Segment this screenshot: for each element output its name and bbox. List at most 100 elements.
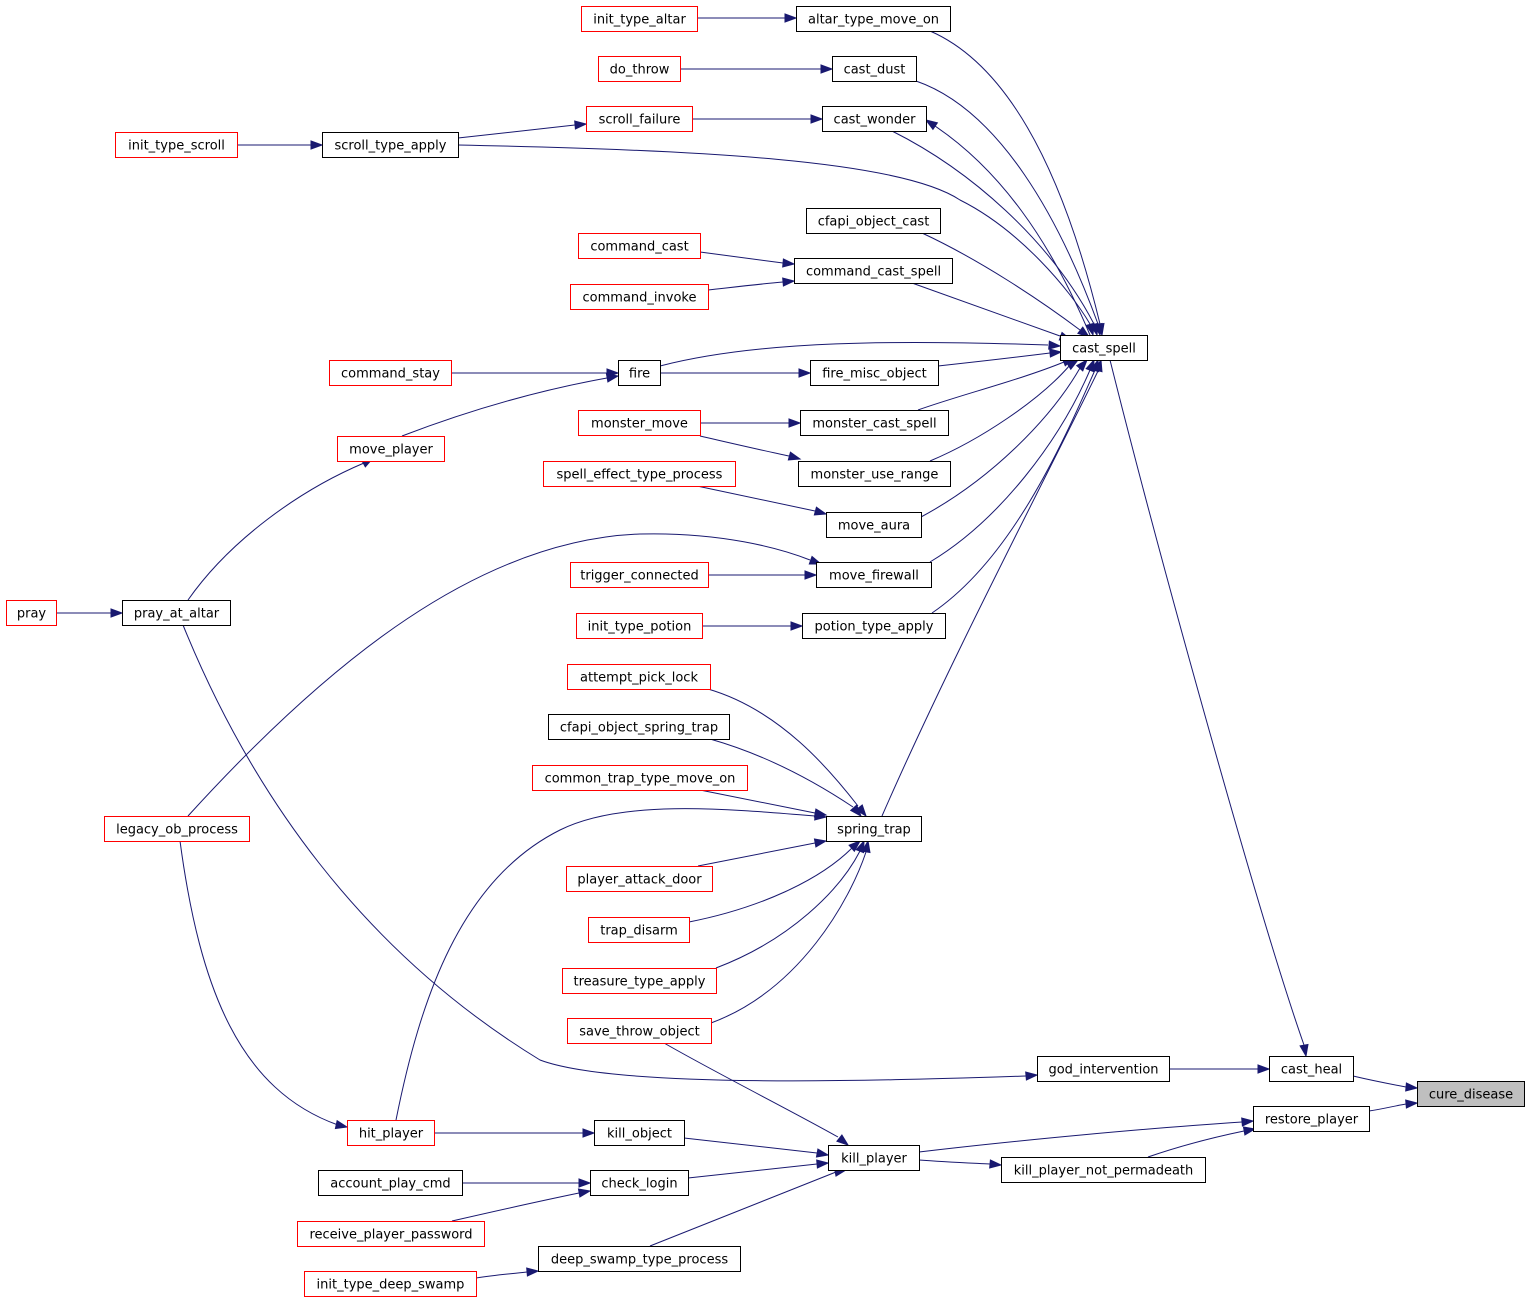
- node-monster-use-range[interactable]: monster_use_range: [798, 461, 951, 487]
- arrowhead: [605, 373, 620, 383]
- node-box: [548, 714, 730, 740]
- arrowhead: [582, 1128, 596, 1138]
- node-monster-cast-spell[interactable]: monster_cast_spell: [800, 410, 949, 436]
- node-box: [322, 132, 459, 158]
- node-command-stay[interactable]: command_stay: [329, 360, 452, 386]
- node-cfapi-object-spring-trap[interactable]: cfapi_object_spring_trap: [548, 714, 730, 740]
- node-save-throw-object[interactable]: save_throw_object: [567, 1018, 712, 1044]
- node-do-throw[interactable]: do_throw: [598, 56, 681, 82]
- arrowhead: [782, 277, 796, 287]
- edge-init_type_altar-to-altar_type_move_on: [697, 13, 798, 23]
- node-cast-wonder[interactable]: cast_wonder: [822, 106, 927, 132]
- node-label: hit_player: [359, 1127, 424, 1142]
- node-god-intervention[interactable]: god_intervention: [1037, 1056, 1170, 1082]
- edge-line: [187, 533, 811, 817]
- node-box: [578, 233, 701, 259]
- node-restore-player[interactable]: restore_player: [1253, 1106, 1370, 1132]
- arrowhead: [836, 1134, 850, 1146]
- node-kill-player-not-permadeath[interactable]: kill_player_not_permadeath: [1001, 1157, 1206, 1183]
- node-label: cast_wonder: [834, 113, 917, 128]
- node-cast-heal[interactable]: cast_heal: [1269, 1056, 1354, 1082]
- arrowhead: [1093, 358, 1103, 373]
- edge-scroll_type_apply-to-cast_spell: [457, 144, 1095, 337]
- node-hit-player[interactable]: hit_player: [347, 1120, 435, 1146]
- node-kill-player[interactable]: kill_player: [828, 1145, 920, 1171]
- node-move-player[interactable]: move_player: [337, 436, 445, 462]
- node-box: [104, 816, 250, 842]
- node-command-cast-spell[interactable]: command_cast_spell: [794, 258, 953, 284]
- node-box: [806, 208, 941, 234]
- node-monster-move[interactable]: monster_move: [578, 410, 701, 436]
- node-altar-type-move-on[interactable]: altar_type_move_on: [796, 6, 951, 32]
- edge-layer: [56, 13, 1419, 1279]
- arrowhead: [526, 1267, 540, 1277]
- node-legacy-ob-process[interactable]: legacy_ob_process: [104, 816, 250, 842]
- node-receive-player-password[interactable]: receive_player_password: [297, 1221, 485, 1247]
- node-label: cast_heal: [1281, 1063, 1342, 1078]
- node-trap-disarm[interactable]: trap_disarm: [588, 917, 690, 943]
- edge-altar_type_move_on-to-cast_spell: [929, 30, 1105, 337]
- node-box: [800, 410, 949, 436]
- node-cfapi-object-cast[interactable]: cfapi_object_cast: [806, 208, 941, 234]
- edge-fire-to-cast_spell: [659, 340, 1062, 367]
- node-player-attack-door[interactable]: player_attack_door: [566, 866, 713, 892]
- node-box: [816, 562, 932, 588]
- edge-scroll_failure-to-cast_wonder: [692, 114, 824, 124]
- node-box: [538, 1246, 741, 1272]
- edge-command_stay-to-fire: [451, 368, 620, 378]
- node-kill-object[interactable]: kill_object: [594, 1120, 685, 1146]
- node-label: player_attack_door: [577, 873, 702, 888]
- node-cast-spell[interactable]: cast_spell: [1060, 335, 1148, 361]
- node-common-trap-type-move-on[interactable]: common_trap_type_move_on: [532, 765, 748, 791]
- node-spring-trap[interactable]: spring_trap: [826, 816, 922, 842]
- node-init-type-deep-swamp[interactable]: init_type_deep_swamp: [304, 1271, 477, 1297]
- node-init-type-scroll[interactable]: init_type_scroll: [115, 132, 238, 158]
- node-pray[interactable]: pray: [6, 600, 57, 626]
- arrowhead: [849, 804, 862, 818]
- node-deep-swamp-type-process[interactable]: deep_swamp_type_process: [538, 1246, 741, 1272]
- edge-line: [715, 850, 861, 969]
- edge-kill_player-to-kill_player_not_permadeath: [918, 1159, 1003, 1169]
- arrowhead: [1065, 359, 1080, 371]
- node-move-firewall[interactable]: move_firewall: [816, 562, 932, 588]
- node-cure-disease[interactable]: cure_disease: [1417, 1081, 1525, 1107]
- node-label: fire: [629, 367, 650, 382]
- node-fire-misc-object[interactable]: fire_misc_object: [810, 360, 939, 386]
- node-box: [122, 600, 231, 626]
- edge-line: [918, 1159, 991, 1165]
- arrowhead: [110, 608, 124, 618]
- edge-command_cast-to-command_cast_spell: [699, 251, 796, 268]
- node-check-login[interactable]: check_login: [590, 1170, 689, 1196]
- edge-legacy_ob_process-to-hit_player: [179, 840, 349, 1130]
- node-spell-effect-type-process[interactable]: spell_effect_type_process: [543, 461, 736, 487]
- node-move-aura[interactable]: move_aura: [826, 512, 922, 538]
- node-box: [832, 56, 917, 82]
- node-attempt-pick-lock[interactable]: attempt_pick_lock: [567, 664, 711, 690]
- node-treasure-type-apply[interactable]: treasure_type_apply: [562, 968, 717, 994]
- node-init-type-altar[interactable]: init_type_altar: [581, 6, 698, 32]
- node-scroll-failure[interactable]: scroll_failure: [586, 106, 693, 132]
- edge-init_type_potion-to-potion_type_apply: [702, 621, 804, 631]
- node-box: [304, 1271, 477, 1297]
- node-layer: cure_disease cast_heal restore_player cast_…: [6, 6, 1525, 1297]
- edge-cast_dust-to-cast_spell: [915, 80, 1103, 337]
- node-trigger-connected[interactable]: trigger_connected: [570, 562, 709, 588]
- edge-line: [911, 282, 1061, 337]
- node-pray-at-altar[interactable]: pray_at_altar: [122, 600, 231, 626]
- node-command-cast[interactable]: command_cast: [578, 233, 701, 259]
- node-label: common_trap_type_move_on: [545, 772, 736, 787]
- edge-init_type_scroll-to-scroll_type_apply: [237, 140, 324, 150]
- node-box: [590, 1170, 689, 1196]
- edge-pray-to-pray_at_altar: [56, 608, 124, 618]
- node-command-invoke[interactable]: command_invoke: [570, 284, 709, 310]
- edge-kill_player-to-restore_player: [918, 1117, 1255, 1153]
- node-init-type-potion[interactable]: init_type_potion: [576, 613, 703, 639]
- node-cast-dust[interactable]: cast_dust: [832, 56, 917, 82]
- node-fire[interactable]: fire: [618, 360, 661, 386]
- node-scroll-type-apply[interactable]: scroll_type_apply: [322, 132, 459, 158]
- arrowhead: [855, 804, 867, 818]
- node-box: [570, 284, 709, 310]
- node-account-play-cmd[interactable]: account_play_cmd: [318, 1170, 463, 1196]
- node-potion-type-apply[interactable]: potion_type_apply: [802, 613, 946, 639]
- node-label: treasure_type_apply: [573, 975, 705, 990]
